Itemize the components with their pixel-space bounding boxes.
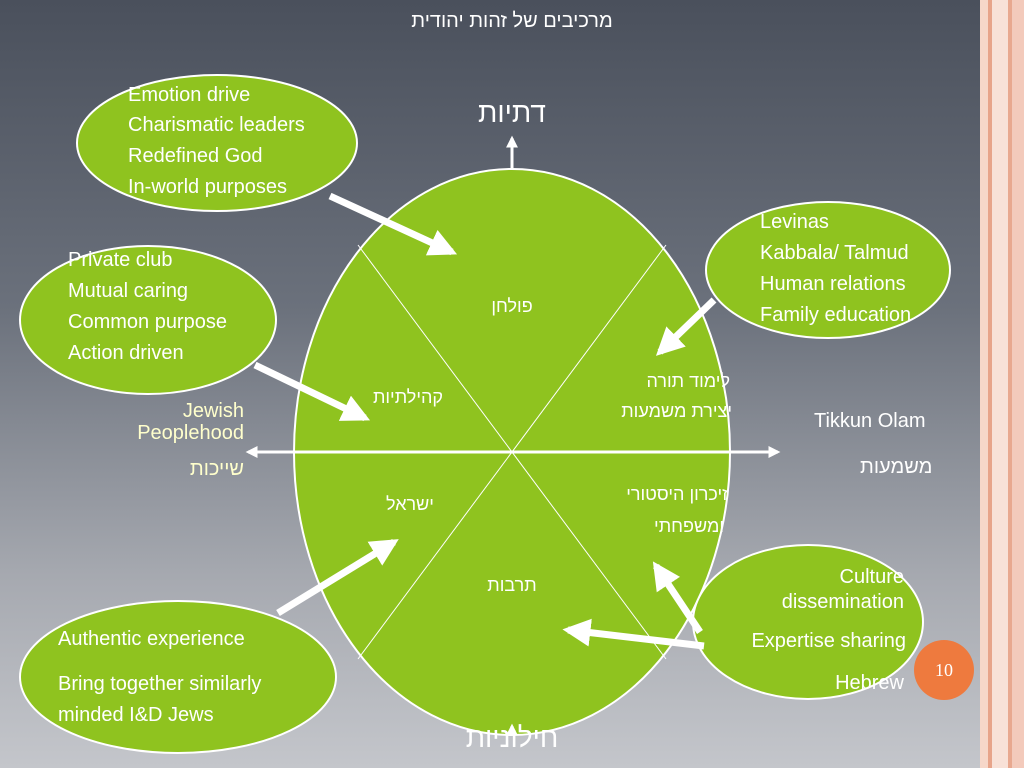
callout-oval-mid-left — [19, 245, 277, 395]
wheel-label-community: קהילתיות — [372, 387, 444, 407]
callout-mid-left-line: Private club — [68, 249, 173, 271]
callout-bottom-left-line: Bring together similarly — [58, 673, 262, 695]
wheel-label-torah-study: לימוד תורה — [646, 371, 730, 391]
slide-edge-stripe — [1008, 0, 1012, 768]
wheel-label-family-memory: ומשפחתי — [654, 516, 724, 536]
pointer-arrow — [655, 297, 717, 356]
wheel-label-worship: פולחן — [491, 296, 533, 316]
callout-top-right-line: Family education — [760, 304, 912, 326]
callout-bottom-right-line: Culture — [839, 566, 904, 588]
axis-label-left-en-2: Peoplehood — [137, 422, 244, 444]
wheel-label-culture: תרבות — [487, 575, 537, 595]
slide-edge-stripe — [980, 0, 988, 768]
wheel-label-meaning-making: יצירת משמעות — [621, 401, 732, 421]
slide-title: מרכיבים של זהות יהודית — [411, 10, 613, 32]
callout-top-right-line: Levinas — [760, 211, 829, 233]
callout-mid-left-line: Action driven — [68, 342, 184, 364]
axis-label-right-he: משמעות — [860, 456, 933, 478]
slide-edge-stripe — [992, 0, 1008, 768]
callout-mid-left-line: Common purpose — [68, 311, 227, 333]
callout-bottom-left-line: minded I&D Jews — [58, 704, 214, 726]
callout-top-right-line: Kabbala/ Talmud — [760, 242, 909, 264]
callout-mid-left-line: Mutual caring — [68, 280, 189, 302]
callout-top-left-line: Redefined God — [128, 145, 263, 167]
pointer-arrow — [276, 539, 399, 616]
callout-oval-bottom-left — [19, 600, 337, 754]
callout-oval-top-left — [76, 74, 358, 212]
pointer-arrow — [328, 192, 458, 256]
callout-top-left-line: In-world purposes — [128, 176, 287, 198]
axis-label-left-he: שייכות — [189, 458, 244, 480]
callout-top-left-line: Emotion drive — [128, 84, 251, 106]
pointer-arrow — [253, 361, 371, 422]
wheel-label-historical-memory: זיכרון היסטורי — [626, 484, 728, 504]
callout-oval-top-right — [705, 201, 951, 339]
axis-label-bottom: חילוניות — [465, 722, 559, 753]
callout-top-left-line: Charismatic leaders — [128, 114, 305, 136]
page-number-badge: 10 — [914, 640, 974, 700]
axis-label-left-en-1: Jewish — [182, 400, 244, 422]
callout-top-right-line: Human relations — [760, 273, 906, 295]
callout-bottom-right-line: Expertise sharing — [751, 630, 906, 652]
callout-bottom-right-line: Hebrew — [835, 672, 904, 694]
slide-edge-stripe — [1012, 0, 1024, 768]
pointer-arrow — [652, 561, 703, 634]
callout-bottom-right-line: dissemination — [781, 591, 904, 613]
axis-label-right-en: Tikkun Olam — [814, 410, 926, 432]
pointer-arrow — [562, 618, 705, 650]
slide-edge-stripe — [988, 0, 992, 768]
wheel-label-israel: ישראל — [386, 494, 434, 514]
callout-bottom-left-line: Authentic experience — [58, 628, 245, 650]
axis-label-top: דתיות — [478, 97, 546, 128]
